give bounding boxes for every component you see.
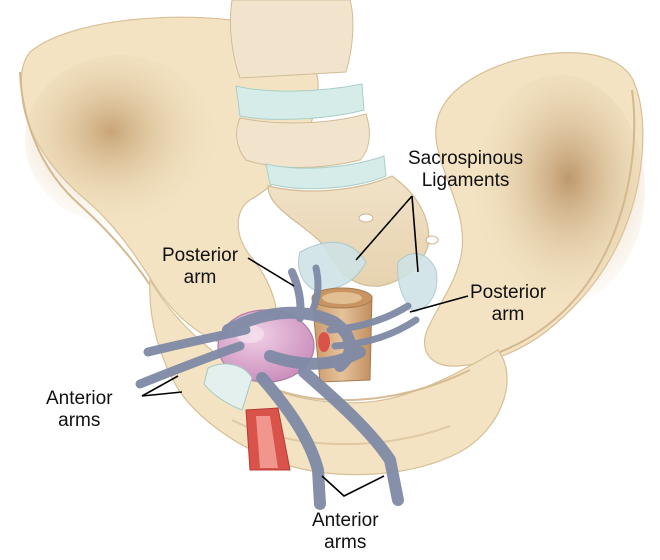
label-line: Anterior (312, 510, 379, 531)
label-line: Ligaments (421, 170, 510, 191)
mesh-implant (135, 264, 420, 510)
label-posterior-arm-left: Posterior arm (162, 245, 238, 289)
label-anterior-arms-bottom: Anterior arms (312, 510, 379, 554)
leader-lines (141, 195, 469, 497)
label-line: arm (183, 267, 217, 288)
label-line: Posterior (470, 282, 547, 303)
spine-sacrum (229, 0, 439, 287)
label-line: arm (491, 304, 525, 325)
label-line: Posterior (162, 245, 239, 266)
urethra (245, 407, 291, 471)
obturator-band (203, 363, 253, 411)
label-line: Sacrospinous (408, 148, 524, 169)
label-line: arms (324, 532, 367, 553)
label-posterior-arm-right: Posterior arm (470, 282, 546, 326)
right-iliac-bone (423, 52, 645, 367)
label-line: arms (58, 410, 101, 431)
label-line: Anterior (46, 388, 113, 409)
label-sacrospinous-ligaments: Sacrospinous Ligaments (408, 148, 523, 192)
label-anterior-arms-left: Anterior arms (46, 388, 113, 432)
